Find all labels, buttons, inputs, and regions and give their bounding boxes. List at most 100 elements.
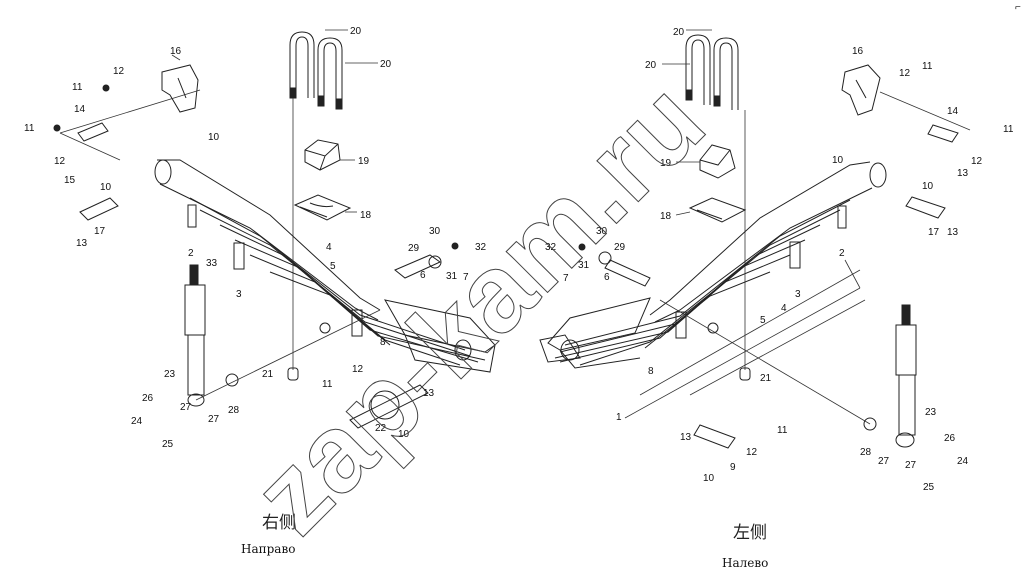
callout: 14: [947, 106, 959, 117]
callout: 2: [188, 248, 194, 259]
pins-right: [639, 91, 971, 449]
callout: 8: [648, 366, 654, 377]
callout: 13: [423, 388, 435, 399]
nut-21-right: [739, 367, 751, 381]
callout: 9: [730, 462, 736, 473]
callout: 18: [360, 210, 372, 221]
callout: 27: [180, 402, 192, 413]
bump-stop-left: [304, 139, 341, 171]
callout: 31: [446, 271, 458, 282]
callout: 24: [131, 416, 143, 427]
left-view-caption: Направо: [241, 542, 295, 556]
callout: 27: [905, 460, 917, 471]
right-view-caption: Налево: [722, 556, 768, 570]
callout: 31: [578, 260, 590, 271]
callout: 28: [228, 405, 240, 416]
nut-21-left: [287, 367, 299, 381]
callout: 13: [957, 168, 969, 179]
callouts-right: 20 20 16 12 11 14 11 10 12 13 10 19 18 2…: [545, 27, 1014, 493]
u-bolt-left: [289, 31, 343, 370]
callout: 24: [957, 456, 969, 467]
callout: 11: [24, 123, 35, 134]
spring-plate-left: [293, 194, 352, 221]
callouts-left: 20 20 16 12 11 14 11 10 12 15 10 19 18 1…: [24, 26, 487, 450]
callout: 22: [375, 423, 387, 434]
callout: 29: [614, 242, 626, 253]
u-bolt-right: [685, 34, 746, 370]
callout: 13: [947, 227, 959, 238]
dimension-lines-right: [624, 259, 866, 419]
callout: 33: [206, 258, 218, 269]
callout: 8: [380, 337, 386, 348]
shock-absorber-right: [659, 299, 917, 448]
callout: 29: [408, 243, 420, 254]
callout: 15: [64, 175, 76, 186]
leaf-spring-right: [539, 161, 887, 366]
shackle-left: [161, 64, 199, 113]
torsion-link-left: [349, 242, 459, 429]
callout: 28: [860, 447, 872, 458]
callout: 13: [680, 432, 692, 443]
callout: 1: [616, 412, 622, 423]
callout: 16: [852, 46, 864, 57]
callout: 27: [208, 414, 220, 425]
callout: 13: [76, 238, 88, 249]
callout: 26: [142, 393, 154, 404]
callout: 32: [545, 242, 557, 253]
callout: 32: [475, 242, 487, 253]
callout: 10: [703, 473, 715, 484]
callout: 12: [971, 156, 983, 167]
shock-absorber-left: [184, 264, 381, 407]
frame-bracket-left: [384, 299, 496, 373]
callout: 14: [74, 104, 86, 115]
callout: 2: [839, 248, 845, 259]
callout: 7: [463, 272, 469, 283]
pins-left: [53, 84, 201, 221]
callout: 20: [380, 59, 392, 70]
leaf-spring-left: [154, 159, 486, 366]
callout: 10: [398, 429, 410, 440]
callout: 10: [100, 182, 112, 193]
callout: 11: [1003, 124, 1014, 135]
watermark: zap-kam.ru: [230, 59, 728, 557]
callout: 26: [944, 433, 956, 444]
callout: 25: [162, 439, 174, 450]
callout: 20: [645, 60, 657, 71]
callout: 5: [760, 315, 766, 326]
torsion-link-right: [578, 243, 651, 287]
corner-mark: ⌐: [1015, 2, 1021, 13]
callout: 25: [923, 482, 935, 493]
callout: 4: [326, 242, 332, 253]
callout: 17: [928, 227, 940, 238]
shackle-right: [841, 64, 881, 116]
callout: 12: [54, 156, 66, 167]
callout: 27: [878, 456, 890, 467]
callout: 16: [170, 46, 182, 57]
callout: 12: [746, 447, 758, 458]
right-view: 20 20 16 12 11 14 11 10 12 13 10 19 18 2…: [539, 27, 1014, 570]
callout: 11: [72, 82, 83, 93]
callout: 6: [604, 272, 610, 283]
callout: 21: [262, 369, 274, 380]
callout: 7: [563, 273, 569, 284]
callout: 30: [429, 226, 441, 237]
callout: 20: [350, 26, 362, 37]
callout: 19: [358, 156, 370, 167]
callout: 3: [236, 289, 242, 300]
callout: 18: [660, 211, 672, 222]
callout: 6: [420, 270, 426, 281]
callout: 3: [795, 289, 801, 300]
callout: 10: [832, 155, 844, 166]
callout: 21: [760, 373, 772, 384]
spring-plate-right: [688, 197, 747, 223]
callout: 12: [899, 68, 911, 79]
callout: 11: [777, 425, 788, 436]
left-view: 20 20 16 12 11 14 11 10 12 15 10 19 18 1…: [24, 26, 496, 556]
callout: 5: [330, 261, 336, 272]
callout: 17: [94, 226, 106, 237]
frame-bracket-right: [547, 297, 651, 369]
callout: 11: [322, 379, 333, 390]
callout: 30: [596, 226, 608, 237]
